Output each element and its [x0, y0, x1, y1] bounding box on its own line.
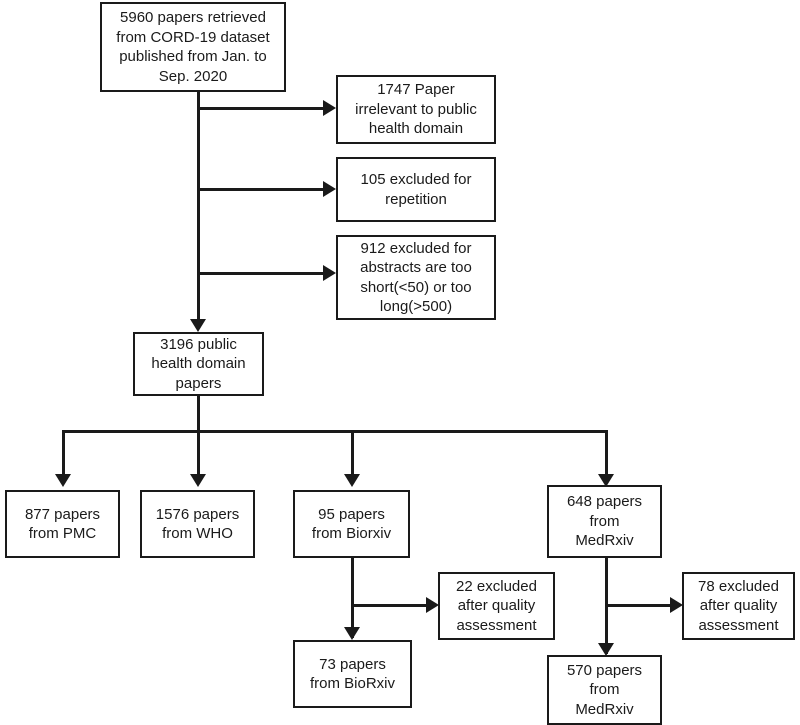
arrowhead-to-who: [190, 474, 206, 487]
connector-to-excl-length: [197, 272, 324, 275]
node-who-papers[interactable]: 1576 papers from WHO: [140, 490, 255, 558]
node-excluded-medrxiv-quality[interactable]: 78 excluded after quality assessment: [682, 572, 795, 640]
arrowhead-to-excl-repetition: [323, 181, 336, 197]
connector-to-excl-irrelevant: [197, 107, 324, 110]
node-medrxiv-papers[interactable]: 648 papers from MedRxiv: [547, 485, 662, 558]
arrowhead-to-pmc: [55, 474, 71, 487]
node-excluded-irrelevant[interactable]: 1747 Paper irrelevant to public health d…: [336, 75, 496, 144]
node-source-papers[interactable]: 5960 papers retrieved from CORD-19 datas…: [100, 2, 286, 92]
node-medrxiv-final[interactable]: 570 papers from MedRxiv: [547, 655, 662, 725]
node-pmc-papers[interactable]: 877 papers from PMC: [5, 490, 120, 558]
arrowhead-to-excl-irrelevant: [323, 100, 336, 116]
node-public-health-papers[interactable]: 3196 public health domain papers: [133, 332, 264, 396]
node-excluded-abstract-length[interactable]: 912 excluded for abstracts are too short…: [336, 235, 496, 320]
node-excluded-repetition[interactable]: 105 excluded for repetition: [336, 157, 496, 222]
connector-bus-to-pmc: [62, 430, 65, 476]
connector-public-health-down: [197, 396, 200, 432]
connector-biorxiv-down: [351, 558, 354, 638]
arrowhead-to-excl-bio-quality: [426, 597, 439, 613]
arrowhead-to-excl-length: [323, 265, 336, 281]
connector-bus-to-biorxiv: [351, 430, 354, 476]
arrowhead-to-biorxiv-final: [344, 627, 360, 640]
node-excluded-biorxiv-quality[interactable]: 22 excluded after quality assessment: [438, 572, 555, 640]
connector-bus-to-medrxiv: [605, 430, 608, 476]
arrowhead-to-public-health: [190, 319, 206, 332]
connector-to-excl-repetition: [197, 188, 324, 191]
arrowhead-to-medrxiv: [598, 474, 614, 487]
arrowhead-to-excl-med-quality: [670, 597, 683, 613]
connector-medrxiv-to-excl-quality: [605, 604, 671, 607]
connector-bus-to-who: [197, 430, 200, 476]
arrowhead-to-biorxiv: [344, 474, 360, 487]
arrowhead-to-medrxiv-final: [598, 643, 614, 656]
node-biorxiv-papers[interactable]: 95 papers from Biorxiv: [293, 490, 410, 558]
connector-biorxiv-to-excl-quality: [351, 604, 427, 607]
connector-distribution-bus: [62, 430, 608, 433]
node-biorxiv-final[interactable]: 73 papers from BioRxiv: [293, 640, 412, 708]
connector-source-trunk: [197, 92, 200, 324]
